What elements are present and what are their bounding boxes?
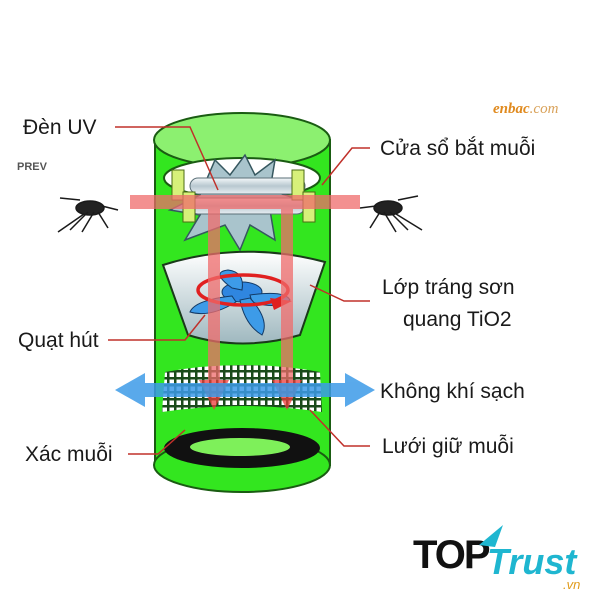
watermark-suffix: .com	[529, 101, 559, 117]
logo-trust-text: Trust	[487, 541, 577, 582]
mosquito-flow-arrows	[130, 195, 360, 410]
logo-top-text: TOP	[413, 533, 491, 577]
mosquito-icon-left	[57, 197, 119, 233]
logo-domain-text: .vn	[563, 577, 581, 592]
tio2-coated-bowl	[161, 250, 327, 345]
label-dead-mosquitoes: Xác muỗi	[25, 443, 113, 466]
label-uv-lamp: Đèn UV	[23, 116, 97, 139]
label-tio2-line1: Lớp tráng sơn	[382, 276, 515, 299]
toptrust-logo: TOP Trust .vn	[413, 525, 593, 595]
logo-flag-icon	[479, 525, 503, 547]
label-tio2-line2: quang TiO2	[403, 308, 512, 331]
mosquito-icon-right	[359, 195, 423, 233]
uv-tube-icon	[189, 177, 306, 195]
label-mosquito-net: Lưới giữ muỗi	[382, 435, 514, 458]
prev-link[interactable]: PREV	[17, 161, 47, 173]
label-trap-window: Cửa sổ bắt muỗi	[380, 137, 536, 160]
label-clean-air: Không khí sạch	[380, 380, 525, 403]
collection-tray	[164, 428, 320, 468]
label-suction-fan: Quạt hút	[18, 329, 99, 352]
enbac-watermark: enbac.com	[493, 101, 558, 118]
clean-air-arrow	[115, 373, 375, 407]
leader-lines	[108, 126, 370, 455]
watermark-brand: enbac	[493, 101, 530, 117]
